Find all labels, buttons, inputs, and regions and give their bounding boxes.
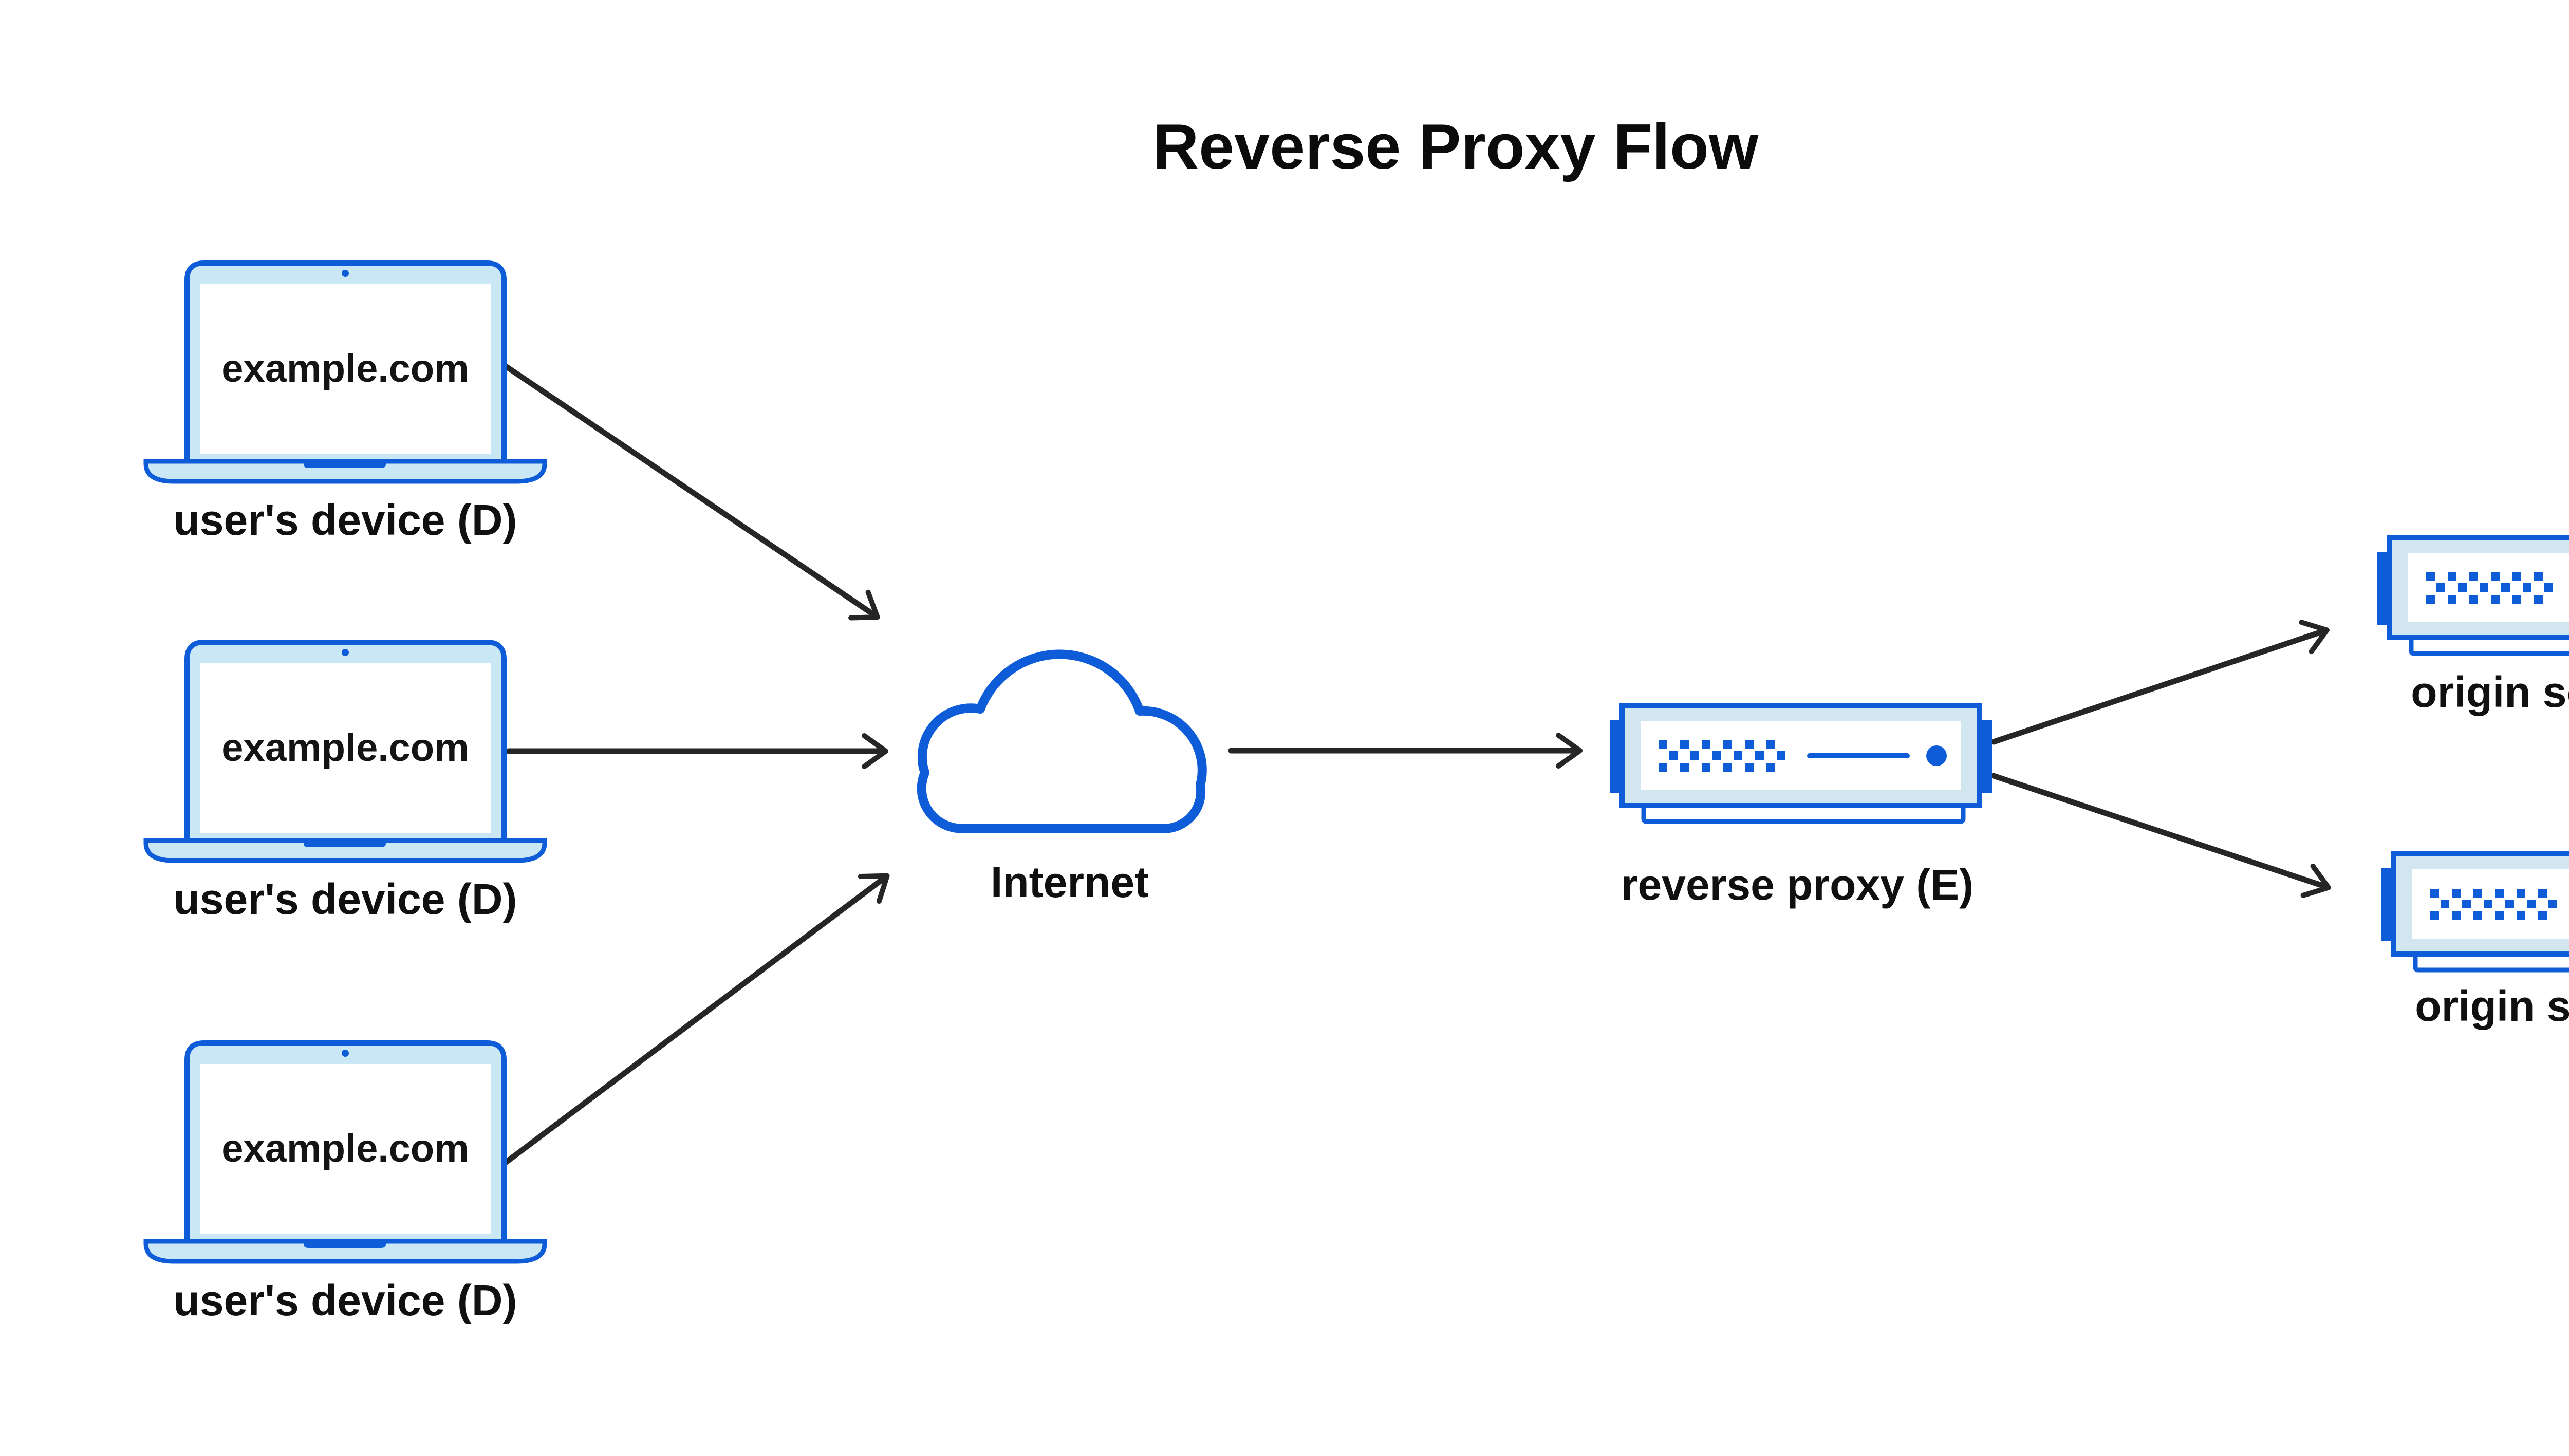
arrow-device3-to-internet <box>503 873 890 1165</box>
cloud-icon <box>917 649 1207 833</box>
origin-server2-label: origin server (F) <box>2415 982 2569 1030</box>
device3-label: user's device (D) <box>173 1276 517 1324</box>
device2-label: user's device (D) <box>173 875 517 923</box>
arrow-device1-to-internet <box>502 363 880 621</box>
server-icon-origin2 <box>2381 854 2569 970</box>
device1-screen-url: example.com <box>221 347 469 390</box>
device3-screen-url: example.com <box>221 1127 469 1170</box>
device2-screen-url: example.com <box>221 726 469 770</box>
arrow-proxy-to-origin1 <box>1990 620 2330 745</box>
arrows <box>502 363 2331 1165</box>
diagram-title: Reverse Proxy Flow <box>1152 111 1759 182</box>
server-icon-reverse-proxy <box>1610 705 1992 822</box>
arrow-proxy-to-origin2 <box>1990 773 2331 898</box>
device1-label: user's device (D) <box>173 496 517 544</box>
internet-label: Internet <box>990 858 1149 906</box>
reverse-proxy-label: reverse proxy (E) <box>1621 861 1974 909</box>
server-icon-origin1 <box>2377 537 2569 654</box>
origin-server1-label: origin server (F) <box>2411 668 2569 716</box>
